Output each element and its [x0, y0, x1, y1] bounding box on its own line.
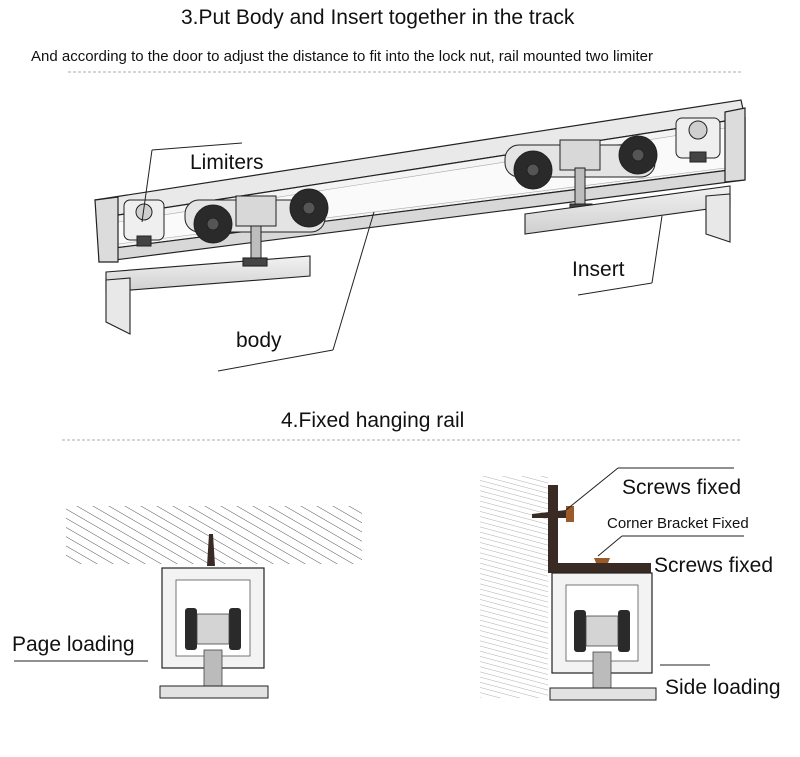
label-screws-fixed-bottom: Screws fixed [654, 554, 774, 577]
carrier-left [184, 188, 329, 261]
leader-insert [577, 282, 653, 296]
label-screws-fixed-top: Screws fixed [622, 476, 742, 499]
label-insert: Insert [572, 258, 625, 281]
label-body: body [236, 329, 282, 352]
label-corner-bracket-fixed: Corner Bracket Fixed [607, 515, 749, 532]
insert-left [105, 255, 311, 335]
label-limiters: Limiters [190, 151, 264, 174]
bracket-screw [594, 558, 610, 563]
ceiling-mount [14, 506, 362, 699]
label-page-loading: Page loading [12, 633, 135, 656]
step3-subtitle: And according to the door to adjust the … [31, 48, 654, 65]
limiter-left [123, 199, 165, 247]
insert-right [524, 185, 731, 243]
step4-title: 4.Fixed hanging rail [281, 409, 465, 432]
ceiling-screw [207, 534, 215, 566]
wall-hatch [480, 476, 548, 698]
wall-screw [532, 510, 566, 518]
leader-body [217, 349, 334, 372]
step3-title: 3.Put Body and Insert together in the tr… [181, 6, 575, 29]
limiter-right [675, 117, 721, 163]
corner-bracket [548, 485, 558, 573]
carrier-right [504, 135, 658, 213]
wall-mount [480, 476, 657, 701]
track-assembly [94, 99, 746, 263]
leader-limiters [151, 142, 243, 151]
label-side-loading: Side loading [665, 676, 781, 699]
